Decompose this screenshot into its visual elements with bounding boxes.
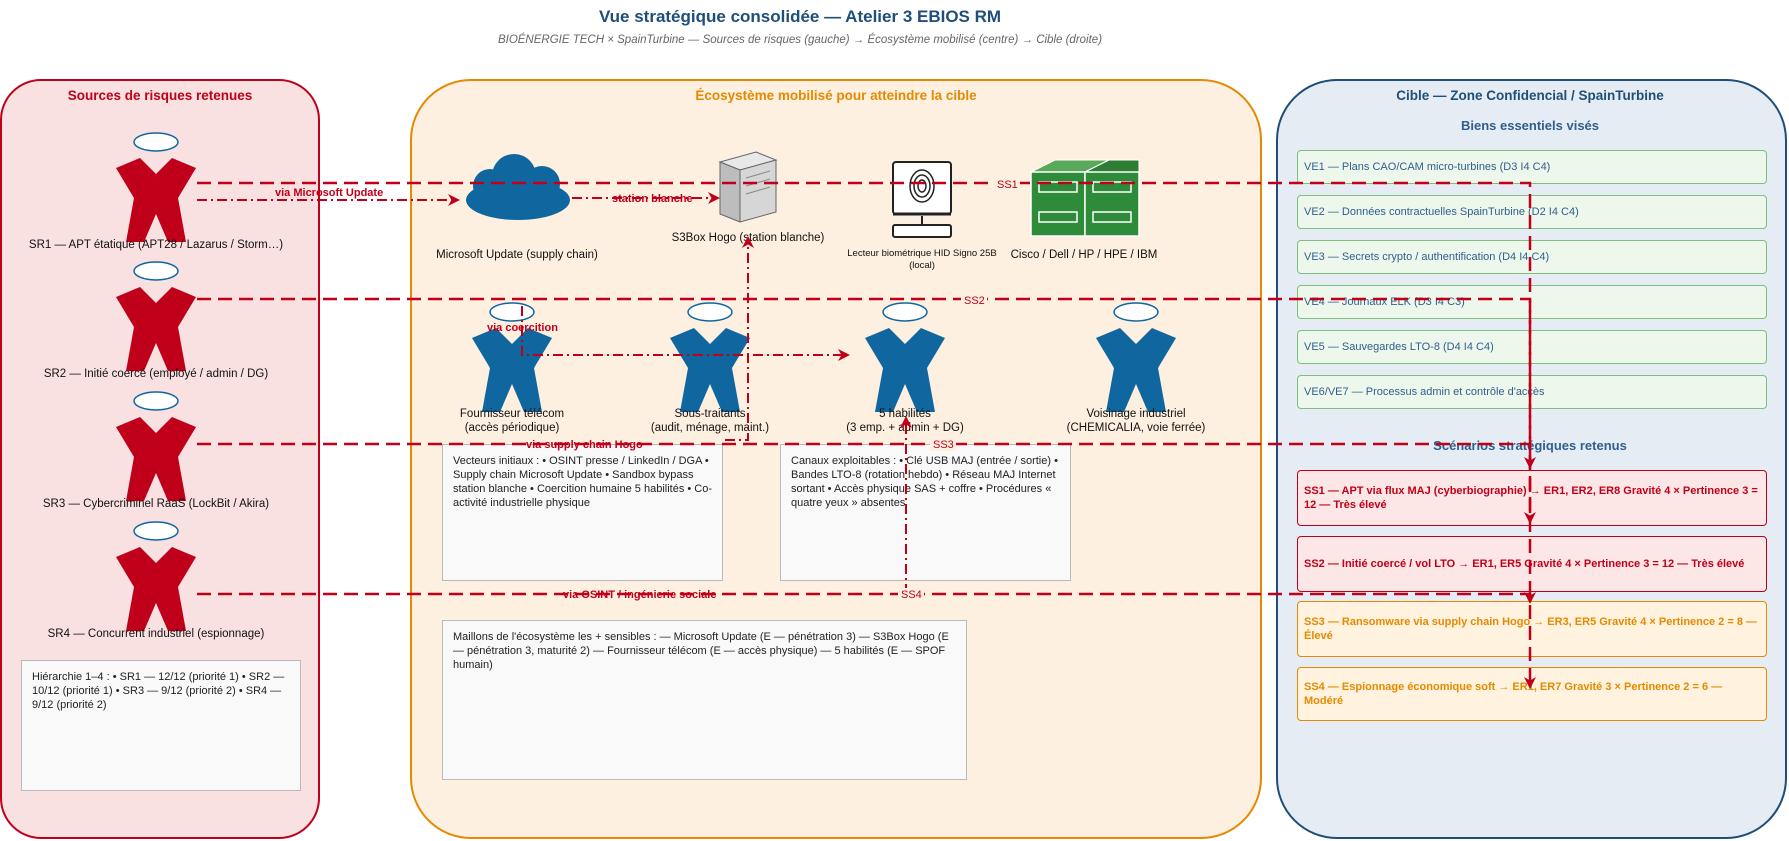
scenario-ss4: SS4 — Espionnage économique soft → ER1, …: [1297, 667, 1767, 721]
hierarchy-note: Hiérarchie 1–4 : • SR1 — 12/12 (priorité…: [21, 660, 301, 791]
fingerprint-reader-icon: [892, 161, 952, 238]
lane-ecosystem-title: Écosystème mobilisé pour atteindre la ci…: [695, 88, 977, 103]
telecom-label: Fournisseur télécom: [460, 408, 564, 420]
bio-reader-label: Lecteur biométrique HID Signo 25B: [847, 248, 996, 259]
asset-ve6-ve7: VE6/VE7 — Processus admin et contrôle d'…: [1297, 375, 1767, 409]
scenarios-title: Scénarios stratégiques retenus: [1433, 438, 1627, 453]
vectors-box: Vecteurs initiaux : • OSINT presse / Lin…: [442, 444, 723, 581]
subcontractors-sublabel: (audit, ménage, maint.): [651, 422, 769, 434]
subcontractors-label: Sous-traitants: [675, 408, 746, 420]
asset-ve5: VE5 — Sauvegardes LTO-8 (D4 I4 C4): [1297, 330, 1767, 364]
sr4-label: SR4 — Concurrent industriel (espionnage): [48, 628, 265, 640]
page-subtitle: BIOÉNERGIE TECH × SpainTurbine — Sources…: [498, 33, 1102, 46]
neighbours-label: Voisinage industriel: [1086, 408, 1185, 420]
page-title: Vue stratégique consolidée — Atelier 3 E…: [599, 7, 1001, 26]
sensitive-links-box: Maillons de l'écosystème les + sensibles…: [442, 620, 967, 780]
server-label: S3Box Hogo (station blanche): [672, 232, 825, 244]
rack-servers-icon: [1030, 159, 1140, 237]
lane-target-title: Cible — Zone Confidencial / SpainTurbine: [1396, 88, 1664, 103]
asset-ve3: VE3 — Secrets crypto / authentification …: [1297, 240, 1767, 274]
asset-ve2: VE2 — Données contractuelles SpainTurbin…: [1297, 195, 1767, 229]
racks-label: Cisco / Dell / HP / HPE / IBM: [1011, 249, 1158, 261]
cloud-label: Microsoft Update (supply chain): [436, 249, 598, 261]
lane-sources-title: Sources de risques retenues: [68, 88, 253, 103]
assets-title: Biens essentiels visés: [1461, 118, 1599, 133]
sr1-label: SR1 — APT étatique (APT28 / Lazarus / St…: [29, 239, 283, 251]
cleared-staff-sublabel: (3 emp. + admin + DG): [846, 422, 964, 434]
channels-box: Canaux exploitables : • Clé USB MAJ (ent…: [780, 444, 1071, 581]
lane-target: [1276, 79, 1787, 839]
scenario-ss2: SS2 — Initié coercé / vol LTO → ER1, ER5…: [1297, 536, 1767, 592]
asset-ve4: VE4 — Journaux ELK (D3 I4 C3): [1297, 285, 1767, 319]
server-icon: [718, 151, 778, 223]
neighbours-sublabel: (CHEMICALIA, voie ferrée): [1067, 422, 1206, 434]
sr2-label: SR2 — Initié coercé (employé / admin / D…: [44, 368, 268, 380]
telecom-sublabel: (accès périodique): [465, 422, 560, 434]
sr3-label: SR3 — Cybercriminel RaaS (LockBit / Akir…: [43, 498, 269, 510]
bio-reader-sublabel: (local): [909, 260, 935, 271]
cleared-staff-label: 5 habilités: [879, 408, 931, 420]
scenario-ss1: SS1 — APT via flux MAJ (cyberbiographie)…: [1297, 470, 1767, 526]
asset-ve1: VE1 — Plans CAO/CAM micro-turbines (D3 I…: [1297, 150, 1767, 184]
scenario-ss3: SS3 — Ransomware via supply chain Hogo →…: [1297, 601, 1767, 657]
